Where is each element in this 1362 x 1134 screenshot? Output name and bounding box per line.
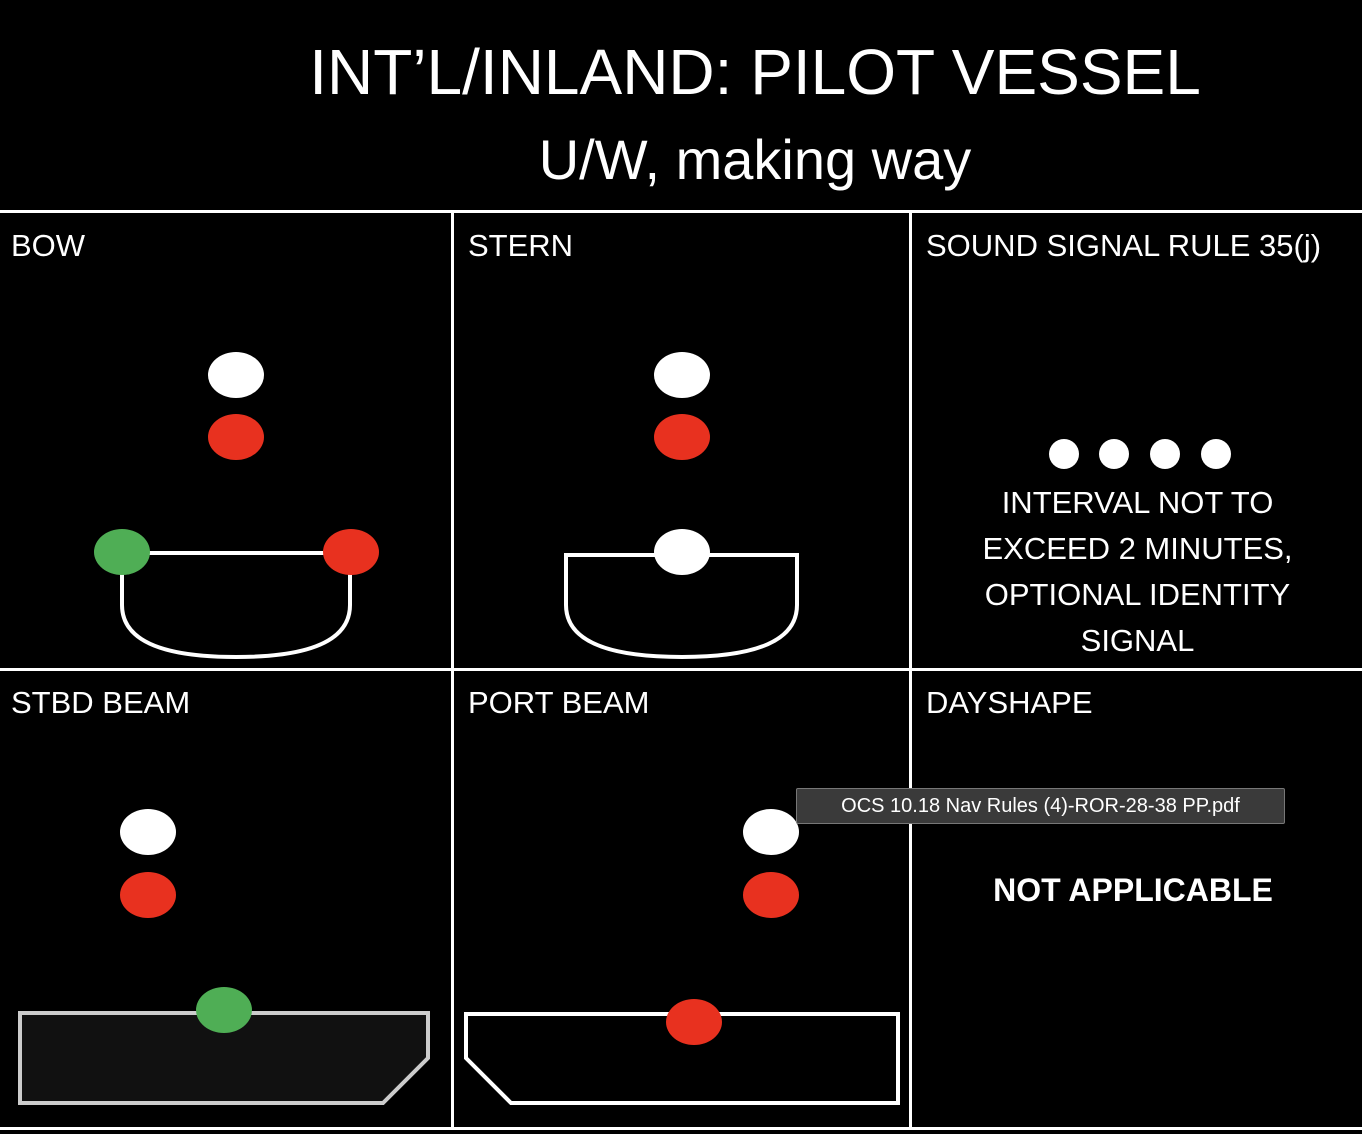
stern-white-sternlight bbox=[654, 529, 710, 575]
sound-line: INTERVAL NOT TO bbox=[1001, 485, 1274, 520]
port-hull bbox=[464, 1012, 900, 1105]
bow-red-light bbox=[208, 414, 264, 460]
port-red-sidelight bbox=[666, 999, 722, 1045]
port-beam-view bbox=[464, 809, 900, 1105]
port-red-light bbox=[743, 872, 799, 918]
bow-label: BOW bbox=[11, 228, 86, 263]
port-white-light bbox=[743, 809, 799, 855]
sound-line: OPTIONAL IDENTITY bbox=[984, 577, 1291, 612]
stern-red-light bbox=[654, 414, 710, 460]
stbd-green-sidelight bbox=[196, 987, 252, 1033]
stern-view bbox=[564, 352, 799, 660]
bow-red-sidelight bbox=[323, 529, 379, 575]
page-subtitle: U/W, making way bbox=[538, 128, 972, 191]
bow-masthead-white-light bbox=[208, 352, 264, 398]
sound-line: EXCEED 2 MINUTES, bbox=[982, 531, 1293, 566]
file-tooltip: OCS 10.18 Nav Rules (4)-ROR-28-38 PP.pdf bbox=[796, 788, 1285, 824]
dayshape-label: DAYSHAPE bbox=[926, 685, 1093, 720]
sound-short-blast bbox=[1150, 439, 1180, 469]
bow-hull bbox=[120, 551, 352, 660]
bow-green-sidelight bbox=[94, 529, 150, 575]
grid-line-bottom bbox=[0, 1127, 1362, 1130]
stbd-red-light bbox=[120, 872, 176, 918]
sound-signal-dots bbox=[1049, 439, 1231, 469]
sound-signal-label: SOUND SIGNAL RULE 35(j) bbox=[926, 228, 1322, 263]
sound-line: SIGNAL bbox=[1080, 623, 1195, 658]
port-beam-label: PORT BEAM bbox=[468, 685, 650, 720]
dayshape-not-applicable: NOT APPLICABLE bbox=[993, 872, 1273, 908]
sound-short-blast bbox=[1201, 439, 1231, 469]
stern-hull bbox=[564, 553, 799, 660]
grid-line-middle bbox=[0, 668, 1362, 671]
stbd-beam-view bbox=[18, 809, 430, 1105]
sound-short-blast bbox=[1049, 439, 1079, 469]
grid-line-right bbox=[909, 211, 912, 1130]
sound-short-blast bbox=[1099, 439, 1129, 469]
stbd-hull bbox=[18, 1011, 430, 1105]
sound-signal-description: INTERVAL NOT TO EXCEED 2 MINUTES, OPTION… bbox=[913, 480, 1362, 664]
bow-view bbox=[94, 352, 379, 660]
stern-label: STERN bbox=[468, 228, 574, 263]
grid-line-top bbox=[0, 210, 1362, 213]
page-title: INT’L/INLAND: PILOT VESSEL bbox=[309, 36, 1201, 108]
stbd-beam-label: STBD BEAM bbox=[11, 685, 191, 720]
stbd-white-light bbox=[120, 809, 176, 855]
stern-masthead-white-light bbox=[654, 352, 710, 398]
grid-line-left bbox=[451, 211, 454, 1130]
